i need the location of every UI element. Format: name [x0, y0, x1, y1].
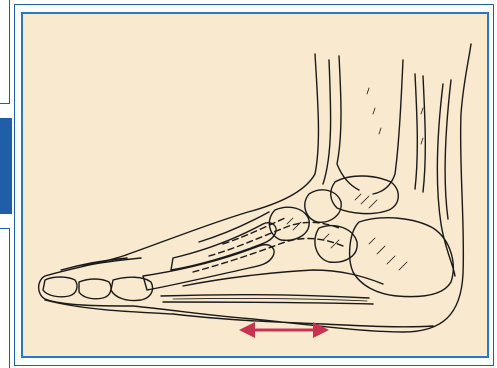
- plantar-fascia-band-inner: [173, 298, 367, 301]
- double-headed-arrow-icon: [239, 322, 329, 338]
- left-margin-rule-bottom: [0, 228, 10, 368]
- foot-skin-outline: [39, 44, 471, 332]
- achilles-tendon-contour: [437, 84, 455, 276]
- section-tab-marker: [0, 118, 12, 214]
- shin-contour-front: [323, 60, 331, 184]
- cuneiform-bone: [269, 207, 309, 240]
- fibula-bone: [415, 74, 417, 189]
- left-margin-rule-top: [0, 0, 10, 104]
- bone-shading-hatching: [287, 88, 423, 270]
- foot-illustration-panel: [21, 12, 489, 358]
- achilles-tendon-contour-2: [445, 80, 451, 219]
- toe-phalanx-middle: [79, 279, 111, 299]
- metatarsal-dashed-1: [193, 239, 343, 272]
- tibia-back-edge: [373, 60, 403, 194]
- toe-phalanx-distal: [43, 277, 77, 297]
- plantar-fascia-band-lower: [163, 302, 373, 304]
- tibia-bone: [337, 56, 359, 190]
- fibula-inner-edge: [423, 76, 425, 192]
- foot-illustration: [23, 14, 487, 356]
- plantar-fascia-band: [161, 295, 369, 298]
- sole-contour: [45, 300, 433, 327]
- calcaneus-bone: [350, 218, 454, 297]
